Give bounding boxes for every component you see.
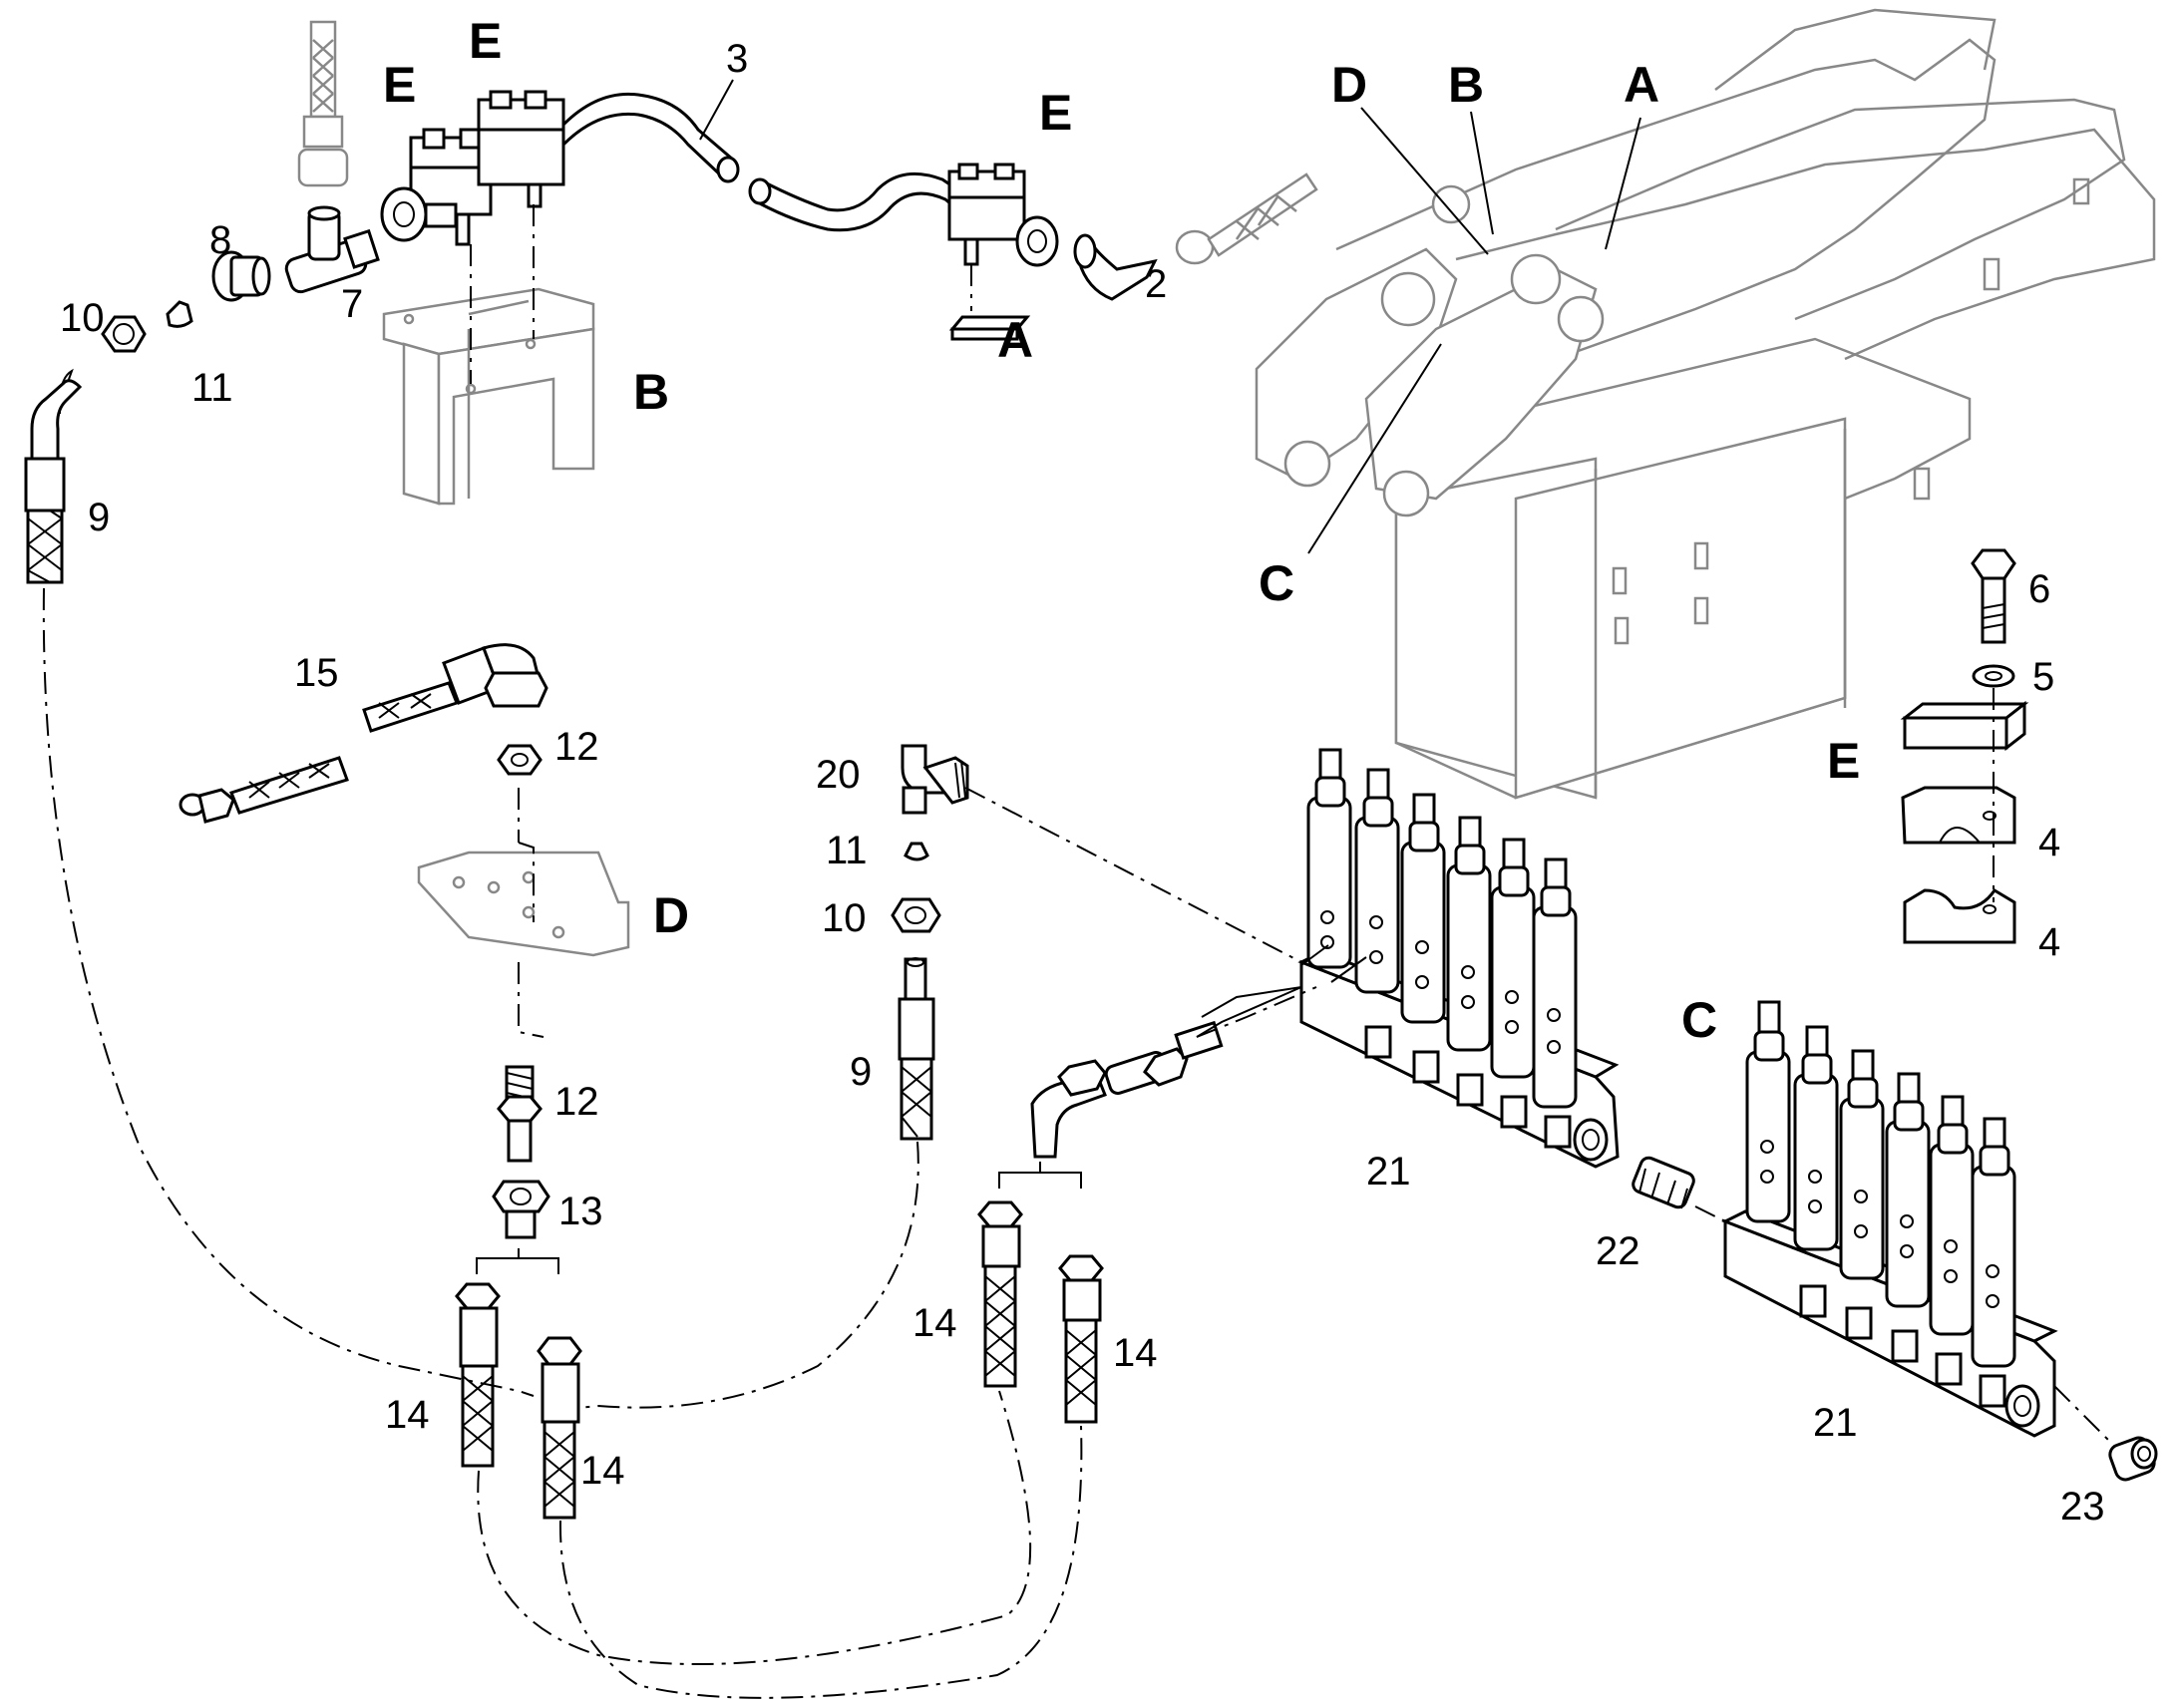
- clamp-half-upper: [1901, 786, 2016, 845]
- machine-frame-illustration: [1255, 8, 2156, 800]
- callout-6: 6: [2028, 567, 2050, 611]
- callout-11-center: 11: [826, 829, 868, 872]
- grease-hose-left: [24, 368, 83, 584]
- valve-cartridges-lower: [1745, 1000, 2016, 1368]
- callout-9-center: 9: [850, 1050, 872, 1094]
- plug-23: [2108, 1436, 2158, 1482]
- nut-12-upper: [497, 744, 543, 776]
- clamp-e-middle: [477, 90, 565, 208]
- hose-14-a: [455, 1282, 501, 1468]
- valve-cartridges-upper: [1306, 748, 1578, 1109]
- adapter-13: [492, 1180, 550, 1239]
- letter-c-detail: C: [1681, 992, 1717, 1048]
- nut: [101, 315, 147, 353]
- section-letters: E E E A B D B A C E D C: [383, 13, 1860, 1048]
- tee-fitting: [284, 205, 380, 294]
- sleeve-cone: [166, 300, 193, 328]
- callout-4-upper: 4: [2038, 821, 2060, 864]
- callout-numbers: 3 2 8 7 10 11 9 6 5 4 4 15 12 12 13 14 1…: [60, 37, 2105, 1529]
- callout-7: 7: [341, 282, 363, 326]
- callout-10-top: 10: [60, 296, 105, 340]
- middle-hoses-14: [977, 1020, 1224, 1424]
- callout-14-c: 14: [912, 1301, 957, 1345]
- callout-22: 22: [1596, 1229, 1640, 1273]
- letter-e-1: E: [383, 57, 416, 113]
- grease-pipe: [561, 92, 958, 232]
- washer: [1972, 664, 2015, 688]
- letter-c-frame: C: [1259, 555, 1294, 611]
- letter-b-frame: B: [1448, 57, 1484, 113]
- sleeve-cone-11: [904, 842, 929, 861]
- connector-22: [1632, 1156, 1695, 1209]
- callout-21-upper: 21: [1366, 1150, 1411, 1194]
- elbow-fitting-20: [901, 744, 969, 815]
- elbow-fitting: [1073, 233, 1158, 301]
- hose-14-b: [537, 1336, 582, 1520]
- nut-10: [891, 897, 941, 933]
- callout-5: 5: [2032, 655, 2054, 699]
- top-left-assembly: [24, 20, 1318, 584]
- outlet-ports-lower: [1799, 1284, 2006, 1408]
- callout-11-top: 11: [191, 366, 233, 410]
- middle-left-assembly: [179, 643, 630, 1520]
- grease-hose-gray-right: [1175, 172, 1318, 265]
- hose-14-c: [977, 1200, 1023, 1388]
- clamp-half-lower: [1903, 887, 2016, 944]
- routing-lines: [42, 587, 2115, 1699]
- middle-center-fittings: [891, 744, 969, 1141]
- grease-hose-top: [297, 20, 349, 187]
- bolt: [1971, 548, 2016, 644]
- callout-12-lower: 12: [554, 1080, 599, 1124]
- callout-14-d: 14: [1113, 1331, 1158, 1375]
- callout-4-lower: 4: [2038, 920, 2060, 964]
- callout-21-lower: 21: [1813, 1401, 1858, 1445]
- outlet-ports-upper: [1364, 1025, 1572, 1149]
- callout-14-b: 14: [580, 1449, 625, 1493]
- bracket-d: [417, 851, 630, 957]
- hose-assembly-15: [179, 643, 548, 824]
- letter-e-3: E: [1039, 85, 1072, 141]
- letter-a-detail: A: [997, 312, 1033, 368]
- letter-d-detail: D: [653, 887, 689, 943]
- callout-10-center: 10: [822, 896, 867, 940]
- letter-b-detail: B: [633, 364, 669, 420]
- divider-block-lower: [1721, 1000, 2058, 1438]
- callout-12-upper: 12: [554, 725, 599, 769]
- clamp-e-right: [947, 163, 1059, 267]
- hose-9-center: [898, 957, 935, 1141]
- callout-2: 2: [1145, 262, 1167, 306]
- elbow-fitting-center: [1030, 1059, 1107, 1159]
- divider-block-upper: [1297, 748, 1620, 1169]
- callout-14-a: 14: [385, 1393, 430, 1437]
- callout-9-left: 9: [88, 496, 110, 539]
- bracket-b: [382, 287, 595, 506]
- callout-13: 13: [558, 1190, 603, 1233]
- letter-e-2: E: [469, 13, 502, 69]
- clamp-e-left: [380, 128, 493, 246]
- callout-23: 23: [2060, 1485, 2105, 1529]
- hose-14-d: [1058, 1254, 1104, 1424]
- callout-20: 20: [816, 753, 861, 797]
- adapter: [211, 250, 271, 302]
- letter-e-4: E: [1827, 733, 1860, 789]
- callout-3: 3: [726, 37, 748, 81]
- cover-plate: [1900, 700, 2029, 752]
- bulkhead-fitting-12: [497, 1065, 543, 1163]
- letter-a-frame: A: [1624, 57, 1659, 113]
- clamp-parts-e: [1900, 548, 2029, 944]
- letter-d-frame: D: [1331, 57, 1367, 113]
- callout-15: 15: [294, 651, 339, 695]
- callout-8: 8: [209, 218, 231, 262]
